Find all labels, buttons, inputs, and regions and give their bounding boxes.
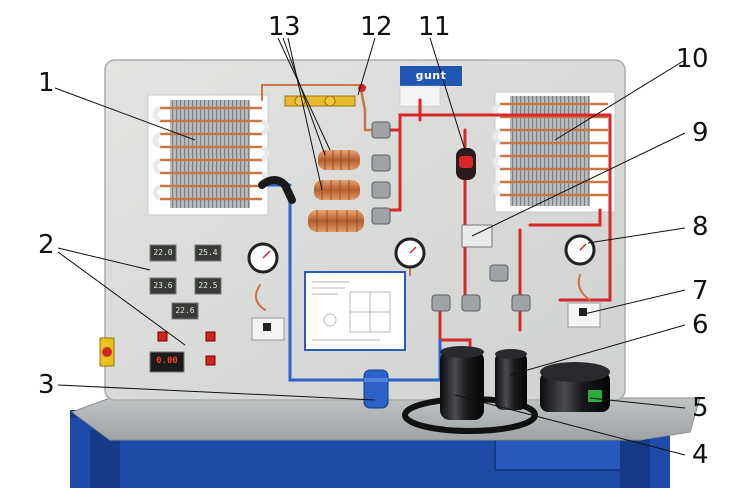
brand-name: gunt bbox=[415, 69, 447, 82]
receiver-3 bbox=[363, 369, 389, 409]
condenser-left bbox=[147, 94, 270, 216]
display-readout: 23.6 bbox=[153, 281, 173, 290]
callout-8: 8 bbox=[692, 212, 709, 242]
display-readout: 22.6 bbox=[175, 306, 195, 315]
callout-9: 9 bbox=[692, 118, 709, 148]
instrument-cluster bbox=[149, 244, 222, 373]
main-switch bbox=[99, 337, 115, 367]
compressor-6 bbox=[495, 349, 527, 410]
brand-logo bbox=[399, 66, 462, 107]
callout-2: 2 bbox=[38, 230, 55, 260]
callout-6: 6 bbox=[692, 310, 709, 340]
filter-drier-11 bbox=[456, 148, 476, 180]
callout-12: 12 bbox=[360, 12, 393, 42]
evaporator-right bbox=[492, 91, 616, 213]
valve-block bbox=[371, 121, 531, 312]
display-readout: 25.4 bbox=[198, 248, 218, 257]
power-display-readout: 0.00 bbox=[156, 356, 178, 366]
display-readout: 22.5 bbox=[198, 281, 218, 290]
callout-1: 1 bbox=[38, 68, 55, 98]
callout-5: 5 bbox=[692, 393, 709, 423]
callout-3: 3 bbox=[38, 370, 55, 400]
display-readout: 22.0 bbox=[153, 248, 173, 257]
black-hose bbox=[258, 176, 296, 204]
callout-10: 10 bbox=[676, 44, 709, 74]
callout-11: 11 bbox=[418, 12, 451, 42]
pressure-gauges bbox=[247, 234, 596, 274]
callout-13: 13 bbox=[268, 12, 301, 42]
callout-4: 4 bbox=[692, 440, 709, 470]
callout-7: 7 bbox=[692, 276, 709, 306]
condensing-unit-5 bbox=[540, 362, 610, 412]
callout-leader-lines bbox=[54, 37, 686, 456]
compressor-4 bbox=[440, 346, 484, 420]
pressure-switches bbox=[251, 302, 601, 341]
schematic-sheet bbox=[304, 271, 406, 351]
